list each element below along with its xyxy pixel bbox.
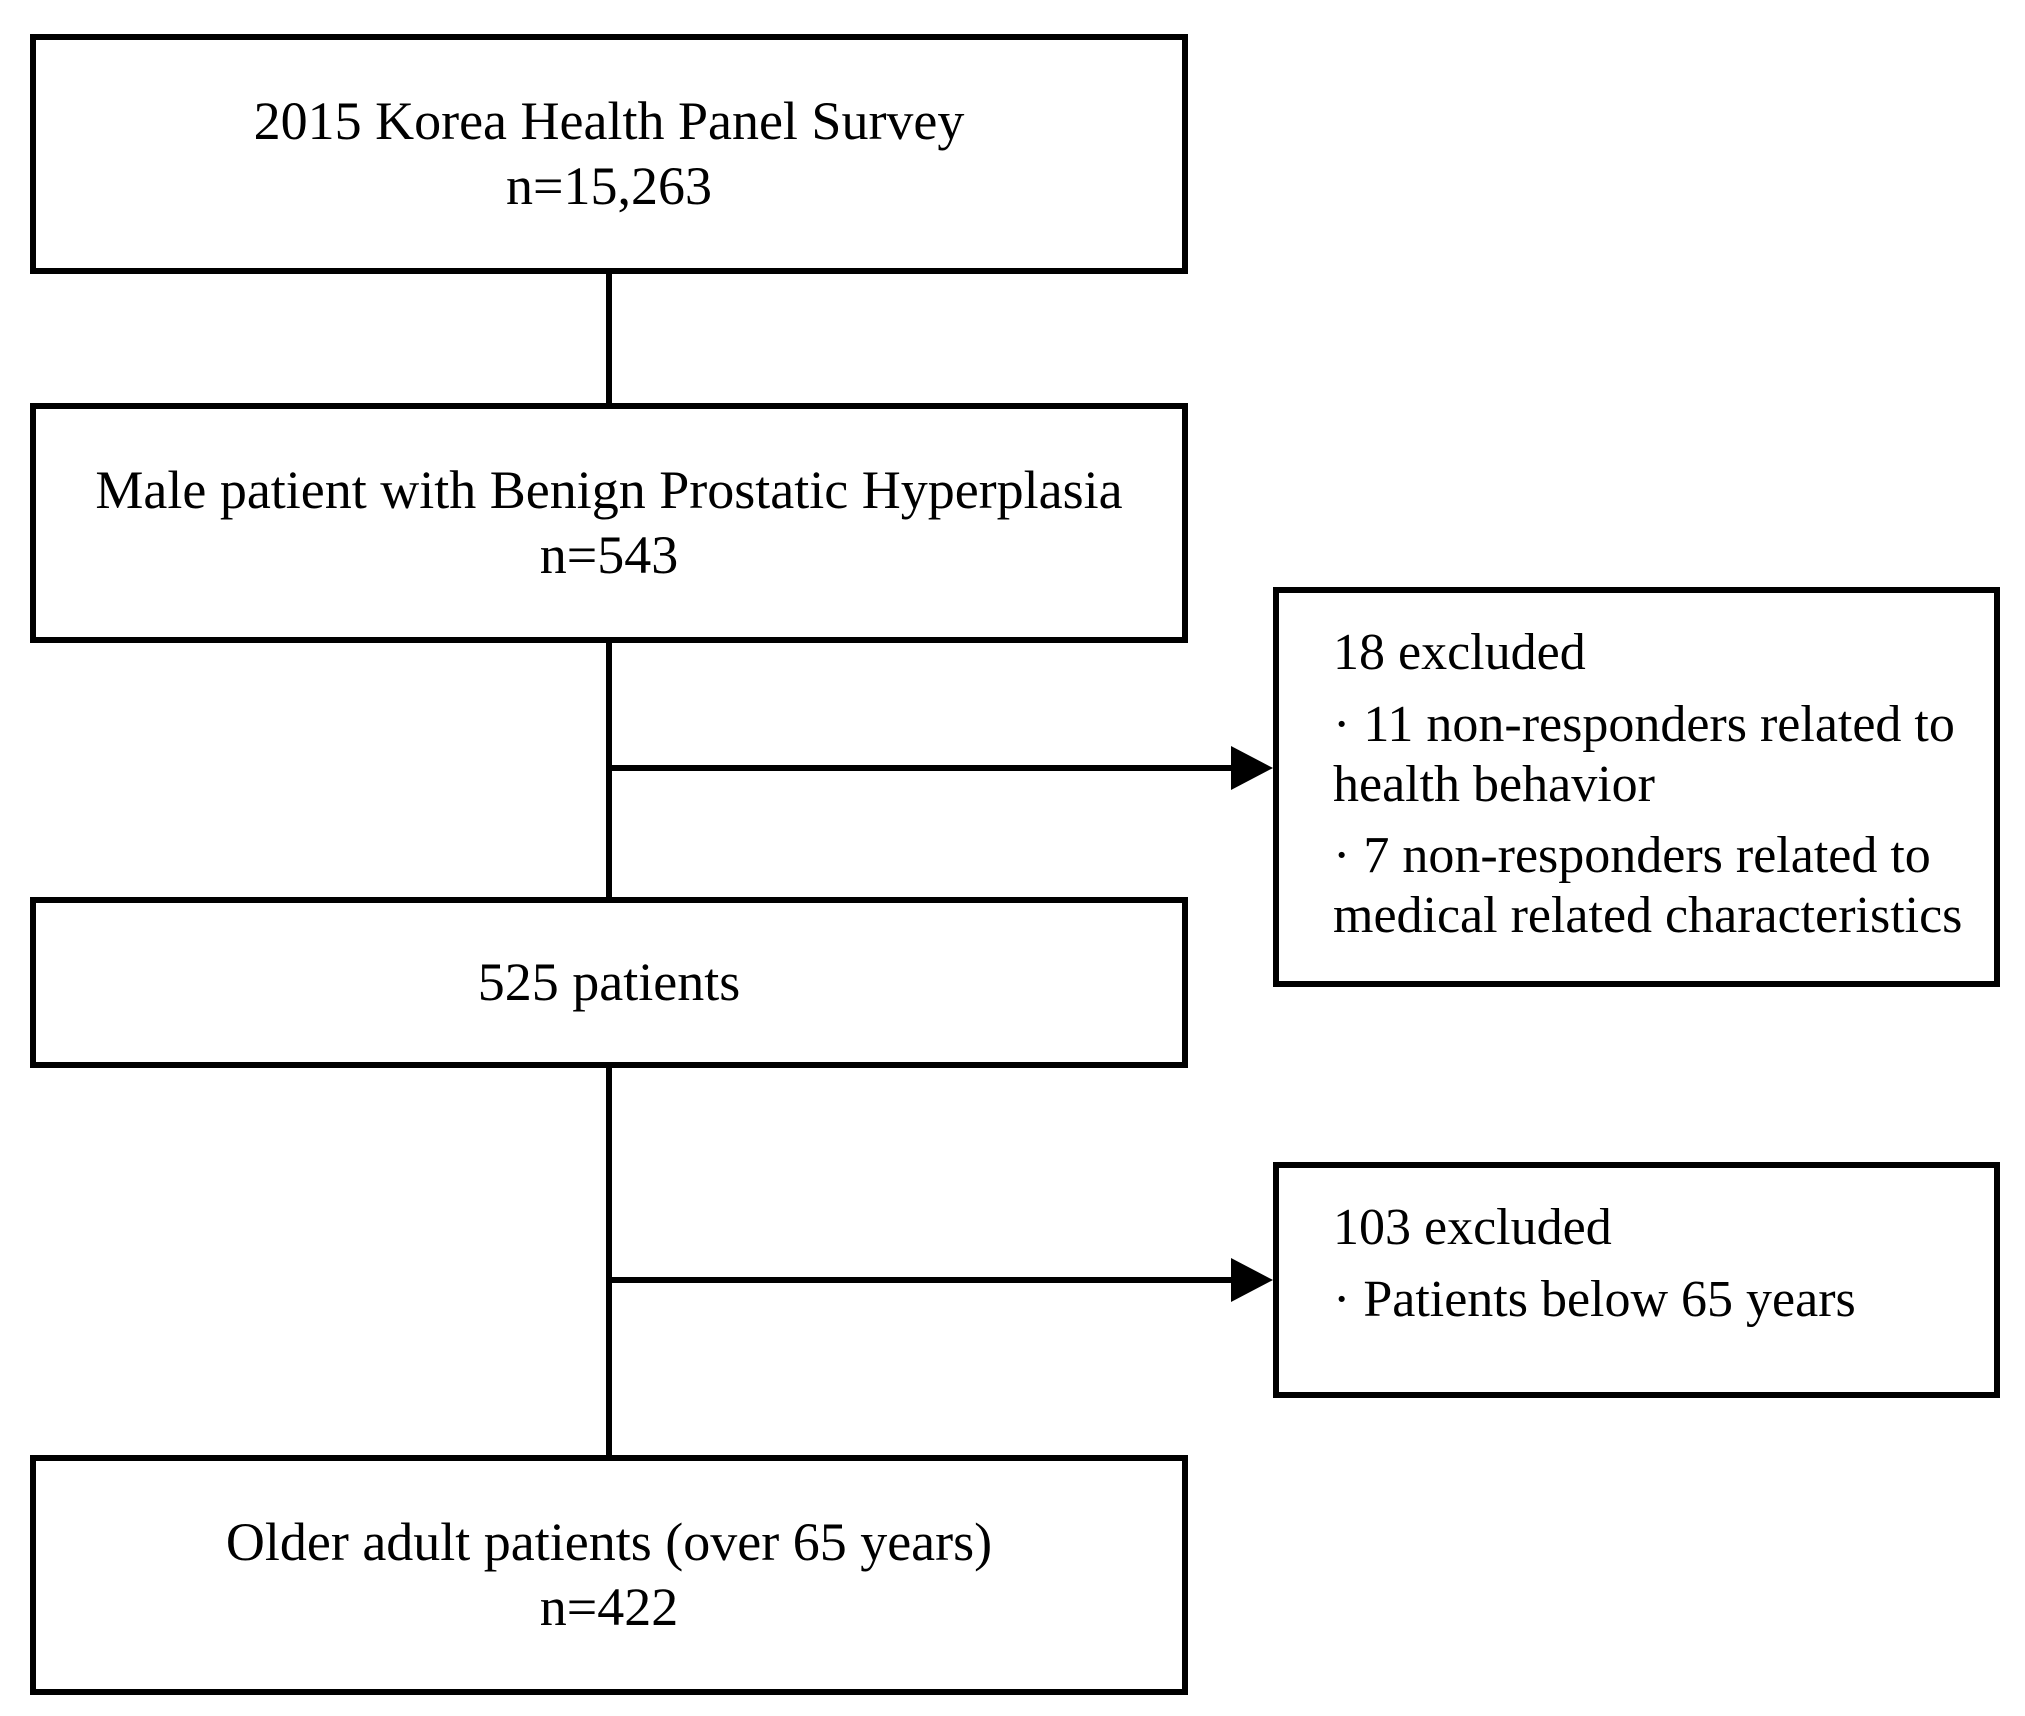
connector-bph-to-525 <box>606 639 612 903</box>
box-525-title: 525 patients <box>477 952 741 1013</box>
connector-survey-to-bph <box>606 270 612 409</box>
excluded-103-title: 103 excluded <box>1333 1199 1612 1256</box>
box-bph-title: Male patient with Benign Prostatic Hyper… <box>95 460 1123 521</box>
arrow-to-excluded-103-head-icon <box>1231 1258 1273 1302</box>
box-525-patients: 525 patients <box>30 897 1188 1068</box>
excluded-18-item-2: · 7 non-responders related to medical re… <box>1333 827 1963 945</box>
box-survey: 2015 Korea Health Panel Survey n=15,263 <box>30 34 1188 274</box>
connector-525-to-older <box>606 1064 612 1461</box>
excluded-103-item-1: · Patients below 65 years <box>1333 1270 1856 1328</box>
arrow-to-excluded-18-head-icon <box>1231 746 1273 790</box>
box-excluded-18: 18 excluded · 11 non-responders related … <box>1273 587 2000 987</box>
box-older-patients: Older adult patients (over 65 years) n=4… <box>30 1455 1188 1695</box>
box-excluded-103: 103 excluded · Patients below 65 years <box>1273 1162 2000 1398</box>
box-older-count: n=422 <box>539 1577 679 1637</box>
arrow-to-excluded-18-line <box>606 765 1235 771</box>
excluded-18-item-1: · 11 non-responders related to health be… <box>1333 695 1955 813</box>
arrow-to-excluded-103-line <box>606 1277 1235 1283</box>
excluded-18-title: 18 excluded <box>1333 624 1586 681</box>
box-bph-count: n=543 <box>539 525 679 585</box>
box-bph-patients: Male patient with Benign Prostatic Hyper… <box>30 403 1188 643</box>
box-survey-count: n=15,263 <box>506 156 712 216</box>
box-older-title: Older adult patients (over 65 years) <box>225 1512 993 1573</box>
box-survey-title: 2015 Korea Health Panel Survey <box>253 91 965 152</box>
